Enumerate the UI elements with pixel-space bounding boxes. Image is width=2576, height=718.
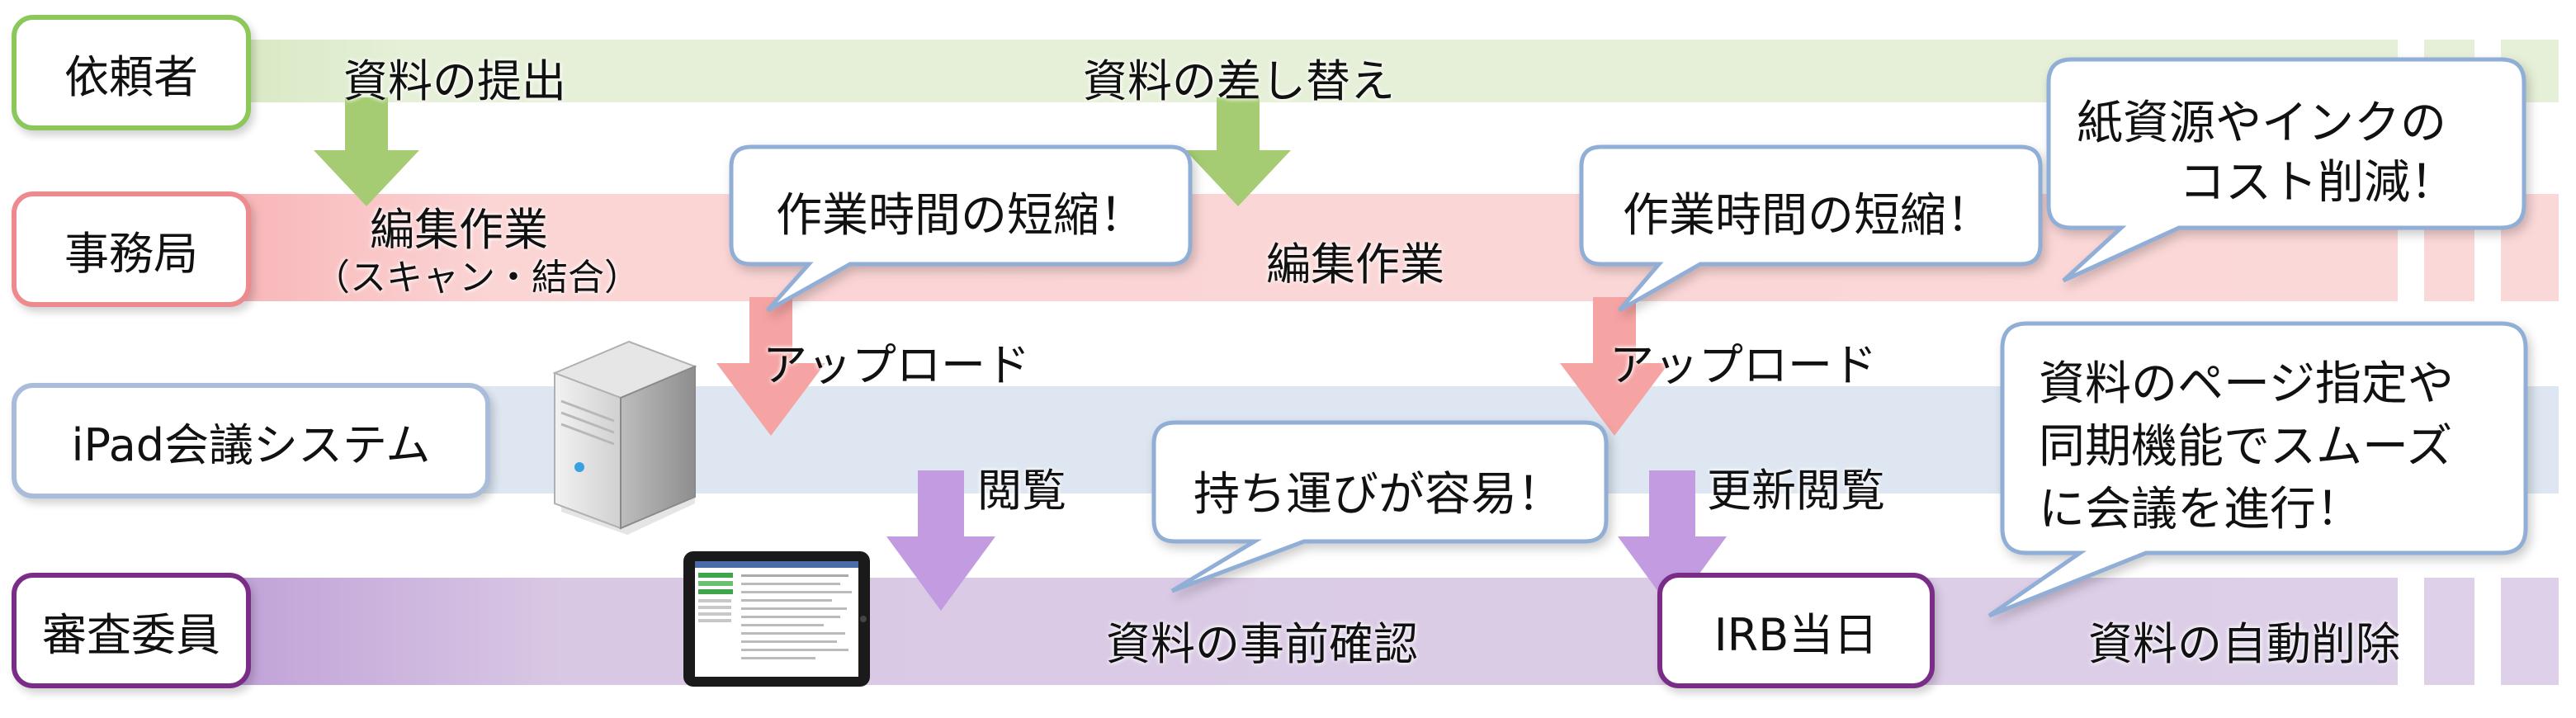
bubble-shorten2-shape: [1579, 144, 2043, 313]
bubble-cost-shape: [2046, 57, 2526, 283]
lane-office-label: 事務局: [64, 227, 198, 280]
label-edit1-sub: （スキャン・結合）: [314, 257, 640, 299]
bubble-shorten1-shape: [729, 144, 1193, 313]
arrow-browse: [886, 470, 995, 611]
bubble-sync-shape: [1988, 321, 2528, 618]
label-update-browse: 更新閲覧: [1707, 465, 1885, 517]
arrow-replace: [1185, 97, 1291, 206]
label-submit: 資料の提出: [343, 55, 566, 107]
lane-reviewers: 審査委員: [12, 573, 251, 688]
bubble-shorten2: 作業時間の短縮！: [1623, 189, 1992, 243]
lane-ipad-system-label: iPad会議システム: [71, 418, 431, 471]
irb-day-label: IRB当日: [1713, 608, 1879, 661]
arrow-submit: [314, 97, 419, 206]
label-upload2: アップロード: [1609, 339, 1877, 391]
bubble-shorten1: 作業時間の短縮！: [776, 189, 1146, 243]
lane-ipad-system: iPad会議システム: [12, 383, 490, 498]
label-prior-check: 資料の事前確認: [1106, 618, 1418, 670]
arrow-update: [1618, 470, 1727, 611]
bubble-sync-line1: 資料のページ指定や: [2039, 357, 2454, 411]
arrow-upload2: [1560, 297, 1669, 436]
irb-day-box: IRB当日: [1657, 573, 1935, 688]
bubble-portable-shape: [1151, 420, 1609, 593]
bubble-cost-line2: コスト削減！: [2179, 156, 2456, 210]
label-replace: 資料の差し替え: [1083, 55, 1395, 107]
bubble-sync-line3: に会議を進行！: [2039, 483, 2362, 536]
server-icon: [552, 340, 697, 535]
lane-requester: 依頼者: [12, 15, 251, 130]
label-browse: 閲覧: [977, 465, 1066, 517]
label-edit1: 編集作業: [370, 204, 548, 256]
label-upload1: アップロード: [763, 339, 1030, 391]
arrow-upload1: [716, 297, 825, 436]
lane-office: 事務局: [12, 191, 251, 307]
lane-requester-label: 依頼者: [64, 50, 198, 103]
label-auto-delete: 資料の自動削除: [2088, 618, 2400, 670]
label-edit2: 編集作業: [1266, 239, 1444, 291]
bubble-sync-line2: 同期機能でスムーズ: [2039, 420, 2453, 474]
reviewer-band: [124, 578, 2559, 685]
bubble-cost-line1: 紙資源やインクの: [2077, 97, 2446, 150]
bubble-portable: 持ち運びが容易！: [1193, 468, 1563, 522]
ipad-icon: [683, 551, 870, 687]
lane-reviewers-label: 審査委員: [42, 608, 220, 661]
